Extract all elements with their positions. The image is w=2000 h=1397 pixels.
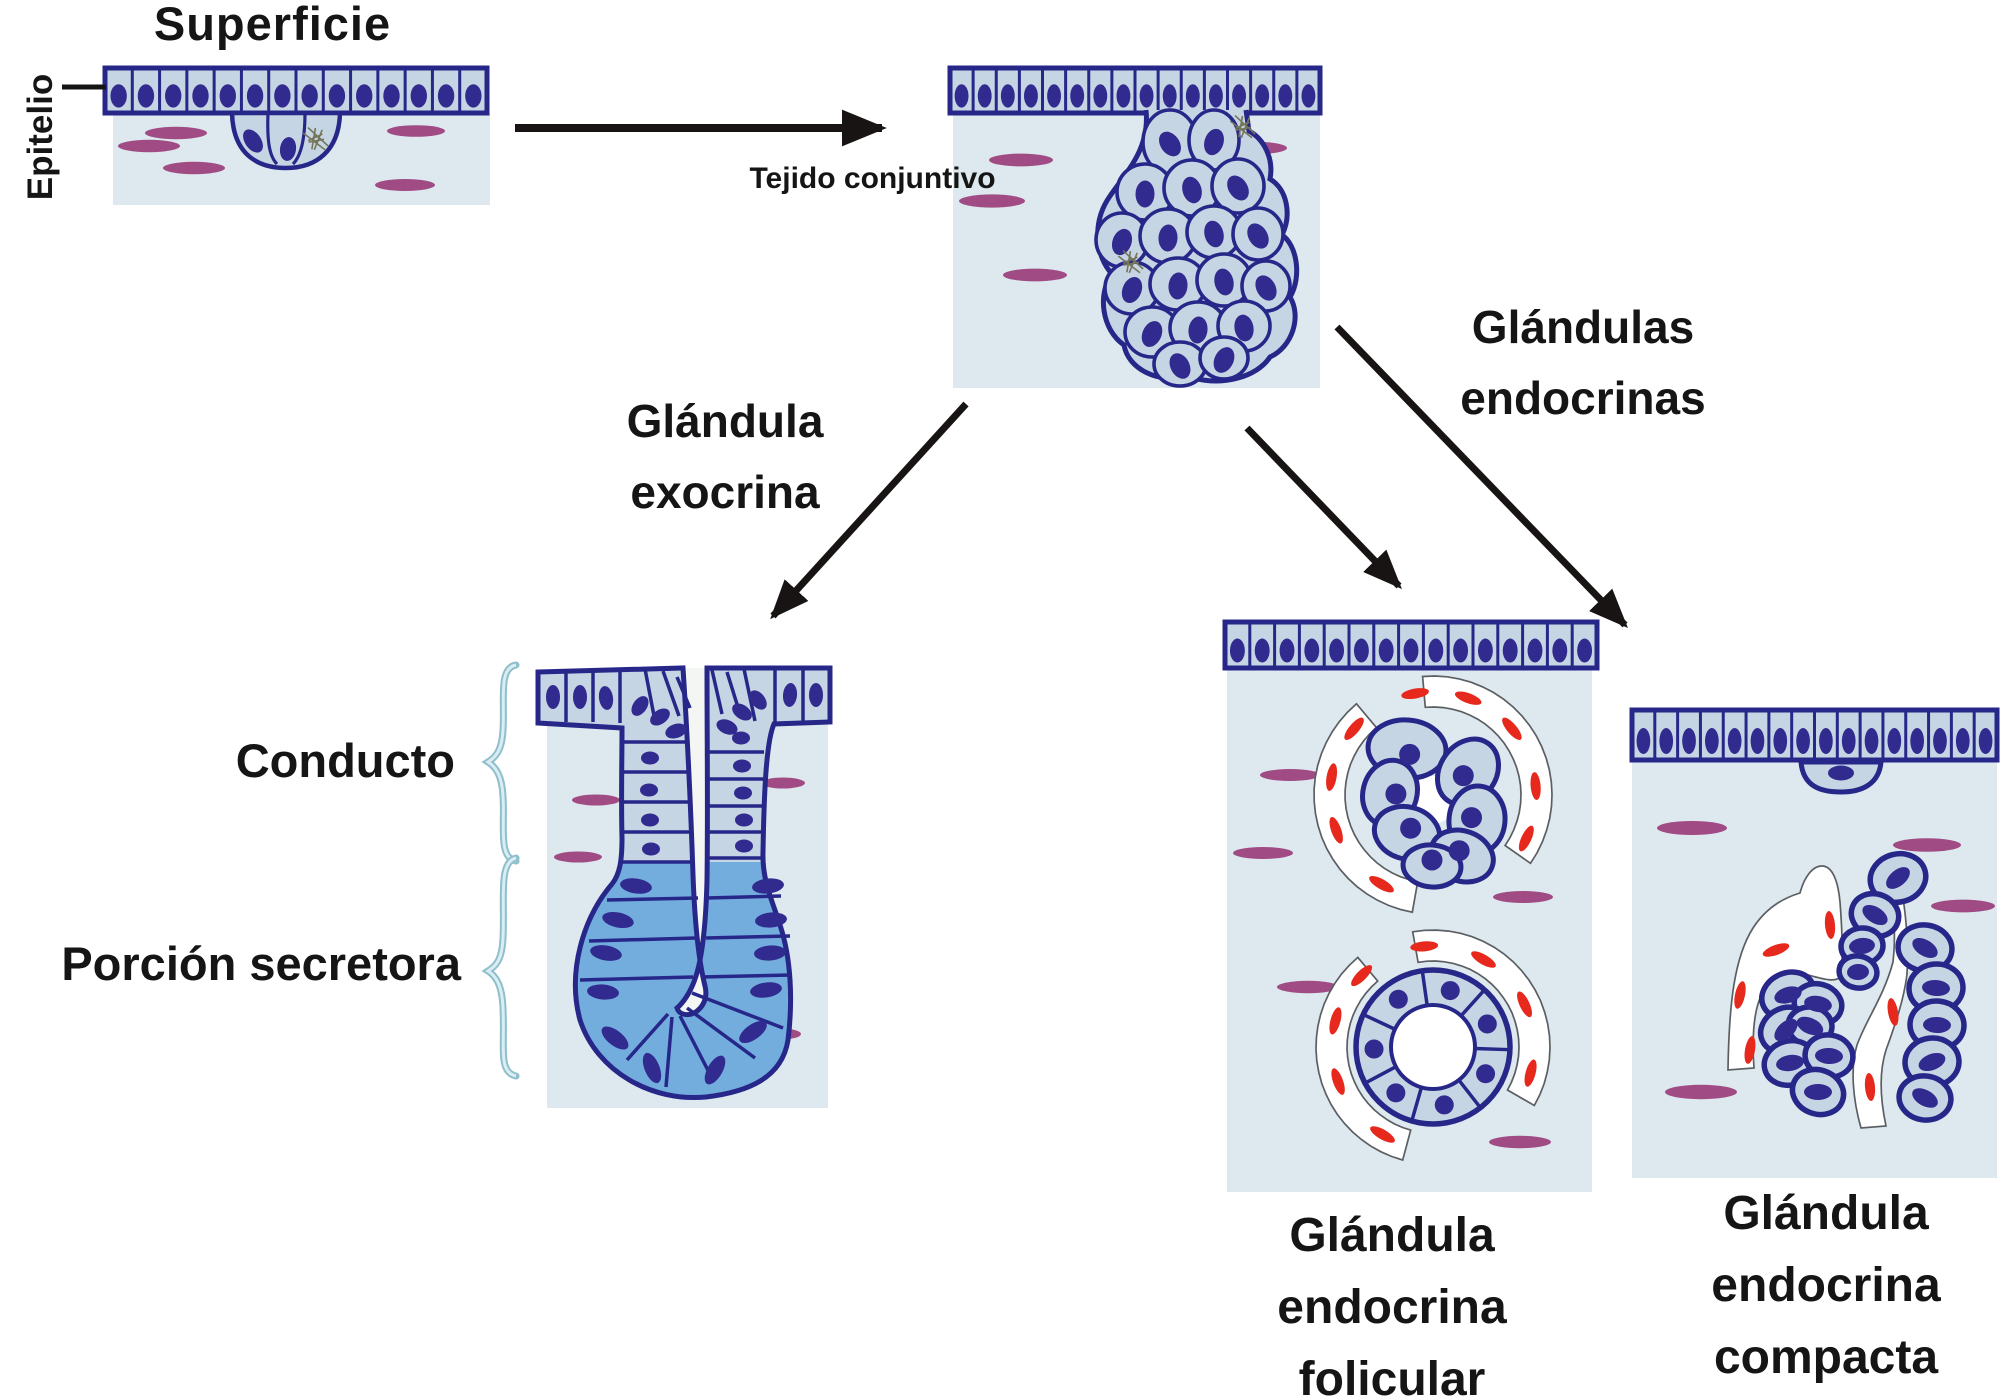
epithelial-downgrowth-diagram (947, 65, 1323, 388)
label-glandulas-endocrinas: Glándulas endocrinas (1418, 292, 1748, 434)
label-line: Glándula (626, 395, 824, 447)
label-line: endocrinas (1460, 372, 1706, 424)
label-line: Glándula (1723, 1187, 1929, 1240)
label-conducto: Conducto (235, 734, 455, 787)
arrows (515, 109, 1628, 629)
arrow-to-glandula-compacta (1334, 324, 1628, 629)
label-epitelio: Epitelio (21, 73, 60, 201)
label-porcion-secretora: Porción secretora (61, 937, 461, 990)
label-superficie: Superficie (153, 0, 392, 50)
braces (481, 661, 520, 1080)
label-glandula-endocrina-compacta: Glándula endocrina compacta (1661, 1178, 1991, 1394)
label-line: Glándula (1289, 1209, 1495, 1262)
compact-endocrine-diagram (1629, 707, 2000, 1178)
label-line: endocrina (1277, 1281, 1507, 1334)
label-line: folicular (1298, 1353, 1486, 1397)
exocrine-gland-diagram (535, 665, 833, 1108)
label-glandula-endocrina-folicular: Glándula endocrina folicular (1227, 1200, 1557, 1397)
initial-epithelium-diagram (62, 65, 490, 205)
label-line: exocrina (630, 466, 820, 518)
label-line: endocrina (1711, 1259, 1941, 1312)
arrow-to-glandula-folicular (1244, 425, 1402, 590)
arrow-to-glandula-exocrina (770, 401, 969, 620)
label-line: Glándulas (1471, 301, 1695, 353)
label-glandula-exocrina: Glándula exocrina (575, 386, 875, 528)
label-tejido-conjuntivo: Tejido conjuntivo (749, 162, 996, 195)
label-line: compacta (1713, 1331, 1939, 1384)
follicular-endocrine-diagram (1222, 619, 1600, 1192)
